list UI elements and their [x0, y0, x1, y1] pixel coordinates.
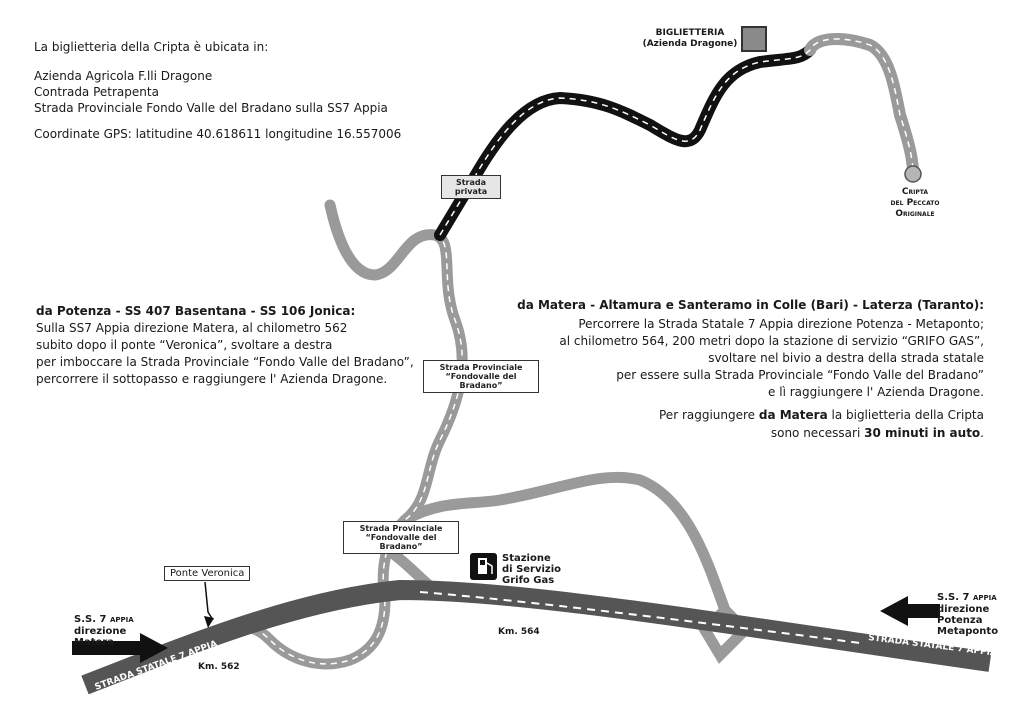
ponte-pointer: [204, 581, 214, 621]
cripta-line-3: Originale: [895, 209, 935, 219]
ss7-right-direction: direzione: [937, 604, 990, 615]
km-562-label: Km. 562: [198, 662, 240, 672]
stazione-line-1: Stazione: [502, 553, 551, 564]
km-564-label: Km. 564: [498, 627, 540, 637]
strada-privata-line-2: privata: [454, 187, 488, 196]
left-line-3: per imboccare la Strada Provinciale “Fon…: [36, 355, 414, 369]
ss7-left-destination: Matera: [74, 637, 114, 648]
fuel-station-label: Stazione di Servizio Grifo Gas: [502, 553, 561, 586]
state-road-ss7: [81, 579, 992, 695]
sp-lower-line-1: Strada Provinciale: [359, 524, 443, 533]
left-line-2: subito dopo il ponte “Veronica”, svoltar…: [36, 338, 333, 352]
ss7-left-number: S.S. 7: [74, 614, 107, 625]
sp-upper-line-1: Strada Provinciale: [439, 363, 523, 372]
travel-duration: 30 minuti in auto: [864, 426, 981, 440]
ss7-left-direction: direzione: [74, 626, 127, 637]
cripta-line-1: Cripta: [901, 187, 929, 197]
travel-time-line-1: Per raggiungere da Matera la biglietteri…: [659, 407, 984, 424]
gps-coordinates: Coordinate GPS: latitudine 40.618611 lon…: [34, 127, 402, 141]
ss7-potenza-label: S.S. 7 APPIA direzione Potenza Metaponto: [937, 592, 998, 637]
cripta-label: Cripta del Peccato Originale: [872, 187, 958, 220]
ss7-left-appia: APPIA: [109, 616, 134, 624]
address-line-3: Strada Provinciale Fondo Valle del Brada…: [34, 101, 388, 115]
left-heading: da Potenza - SS 407 Basentana - SS 106 J…: [36, 304, 356, 318]
strada-privata-line-1: Strada: [455, 178, 487, 187]
sp-upper-line-2: “Fondovalle del Bradano”: [445, 372, 517, 390]
strada-provinciale-label-lower: Strada Provinciale “Fondovalle del Brada…: [343, 521, 459, 554]
biglietteria-label: BIGLIETTERIA (Azienda Dragone): [640, 28, 740, 50]
ss7-matera-label: S.S. 7 APPIA direzione Matera: [74, 614, 134, 648]
cripta-line-2: del Peccato: [890, 198, 940, 208]
address-line-2: Contrada Petrapenta: [34, 85, 159, 99]
biglietteria-title: BIGLIETTERIA: [655, 28, 725, 38]
arrow-right-icon: [880, 596, 940, 626]
strada-privata-label: Strada privata: [441, 175, 501, 199]
ponte-veronica-label: Ponte Veronica: [164, 566, 251, 581]
arrow-left-icon: [72, 633, 168, 663]
fuel-station-icon: [470, 553, 497, 580]
travel-text-2: la biglietteria della Cripta: [827, 408, 984, 422]
biglietteria-marker: [741, 26, 767, 52]
travel-period: .: [980, 426, 984, 440]
right-heading: da Matera - Altamura e Santeramo in Coll…: [517, 298, 984, 312]
travel-text: Per raggiungere: [659, 408, 759, 422]
cripta-marker: [904, 165, 922, 183]
intro-line: La biglietteria della Cripta è ubicata i…: [34, 40, 269, 54]
ss7-right-number: S.S. 7: [937, 592, 970, 603]
travel-text-3: sono necessari: [770, 426, 865, 440]
travel-time-line-2: sono necessari 30 minuti in auto.: [771, 425, 984, 442]
ss7-right-appia: APPIA: [972, 594, 997, 602]
travel-origin: da Matera: [758, 408, 828, 422]
right-line-3: svoltare nel bivio a destra della strada…: [708, 351, 984, 365]
left-line-4: percorrere il sottopasso e raggiungere l…: [36, 372, 388, 386]
right-line-1: Percorrere la Strada Statale 7 Appia dir…: [578, 317, 984, 331]
right-line-4: per essere sulla Strada Provinciale “Fon…: [616, 368, 984, 382]
right-line-5: e lì raggiungere l' Azienda Dragone.: [768, 385, 984, 399]
biglietteria-subtitle: (Azienda Dragone): [642, 39, 738, 49]
sp-lower-line-2: “Fondovalle del Bradano”: [365, 533, 437, 551]
left-line-1: Sulla SS7 Appia direzione Matera, al chi…: [36, 321, 348, 335]
stazione-line-3: Grifo Gas: [502, 575, 555, 586]
stazione-line-2: di Servizio: [502, 564, 562, 575]
ss7-right-destination-1: Potenza: [937, 615, 983, 626]
address-line-1: Azienda Agricola F.lli Dragone: [34, 69, 213, 83]
private-road: [434, 44, 816, 241]
strada-provinciale-label-upper: Strada Provinciale “Fondovalle del Brada…: [423, 360, 539, 393]
ss7-right-destination-2: Metaponto: [937, 626, 999, 637]
right-line-2: al chilometro 564, 200 metri dopo la sta…: [559, 334, 984, 348]
